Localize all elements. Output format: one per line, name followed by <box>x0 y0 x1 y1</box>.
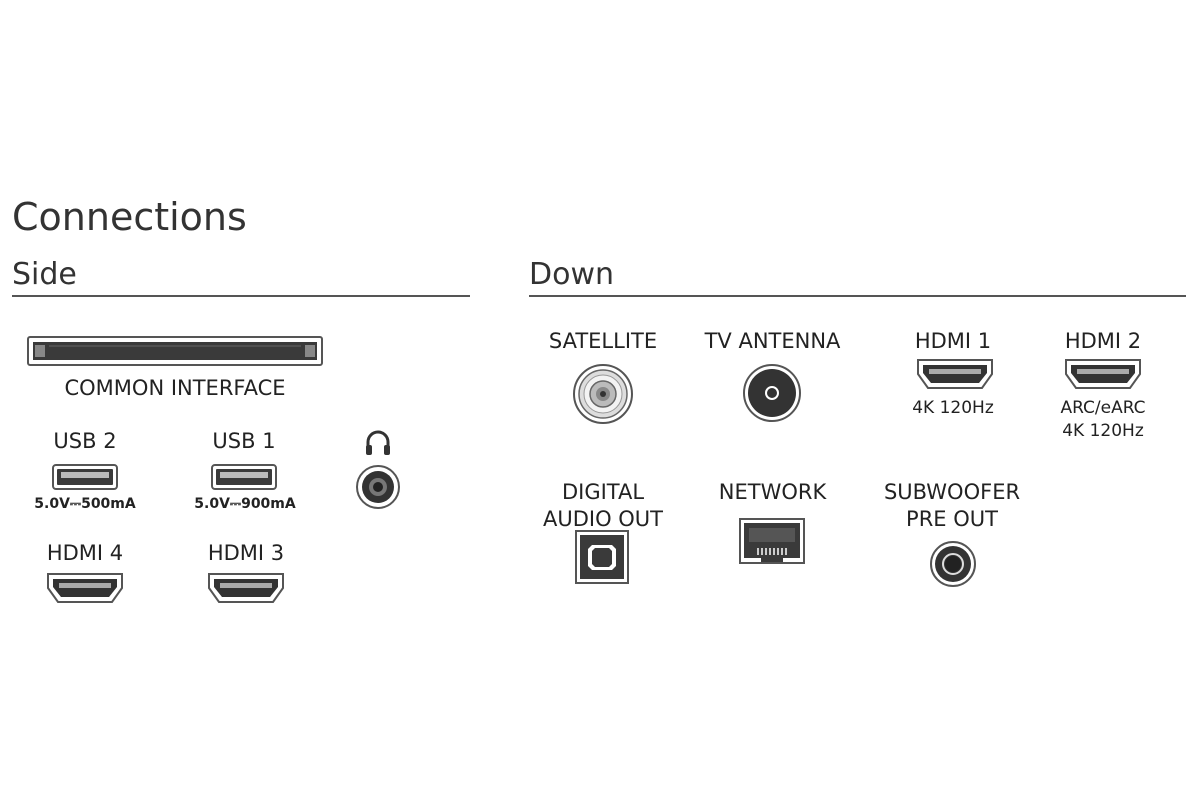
hdmi1-label: HDMI 1 <box>914 329 992 353</box>
usb1-label: USB 1 <box>212 429 276 453</box>
usb2-spec: 5.0V⎓500mA <box>34 496 136 512</box>
section-divider-side <box>12 295 470 297</box>
tv-antenna-connector-icon <box>742 363 802 423</box>
page-title: Connections <box>12 195 247 239</box>
hdmi3-label: HDMI 3 <box>207 541 285 565</box>
hdmi3-port-icon <box>206 571 286 605</box>
usb1-port-icon <box>211 464 277 490</box>
usb2-label: USB 2 <box>53 429 117 453</box>
network-port-icon <box>739 518 805 564</box>
digital-audio-out-label-line1: DIGITAL <box>561 480 645 504</box>
hdmi4-label: HDMI 4 <box>46 541 124 565</box>
common-interface-slot <box>27 336 323 366</box>
subwoofer-jack-icon <box>929 540 977 588</box>
hdmi2-arc-spec: ARC/eARC <box>1060 398 1146 418</box>
section-title-side: Side <box>12 257 77 292</box>
hdmi2-label: HDMI 2 <box>1064 329 1142 353</box>
common-interface-label: COMMON INTERFACE <box>64 376 286 400</box>
usb2-port-icon <box>52 464 118 490</box>
optical-port-icon <box>575 530 629 584</box>
hdmi4-port-icon <box>45 571 125 605</box>
section-title-down: Down <box>529 257 615 292</box>
tv-antenna-label: TV ANTENNA <box>704 329 841 353</box>
usb1-spec: 5.0V⎓900mA <box>194 496 296 512</box>
section-divider-down <box>529 295 1186 297</box>
satellite-connector-icon <box>572 363 634 425</box>
digital-audio-out-label-line2: AUDIO OUT <box>542 507 664 531</box>
hdmi1-port-icon <box>915 357 995 391</box>
hdmi2-port-icon <box>1063 357 1143 391</box>
headphones-icon <box>363 428 393 458</box>
hdmi1-spec: 4K 120Hz <box>912 398 994 418</box>
subwoofer-label-line2: PRE OUT <box>906 507 998 531</box>
hdmi2-resolution-spec: 4K 120Hz <box>1062 421 1144 441</box>
headphone-jack-icon <box>355 464 401 510</box>
subwoofer-label-line1: SUBWOOFER <box>883 480 1021 504</box>
network-label: NETWORK <box>718 480 827 504</box>
satellite-label: SATELLITE <box>548 329 658 353</box>
